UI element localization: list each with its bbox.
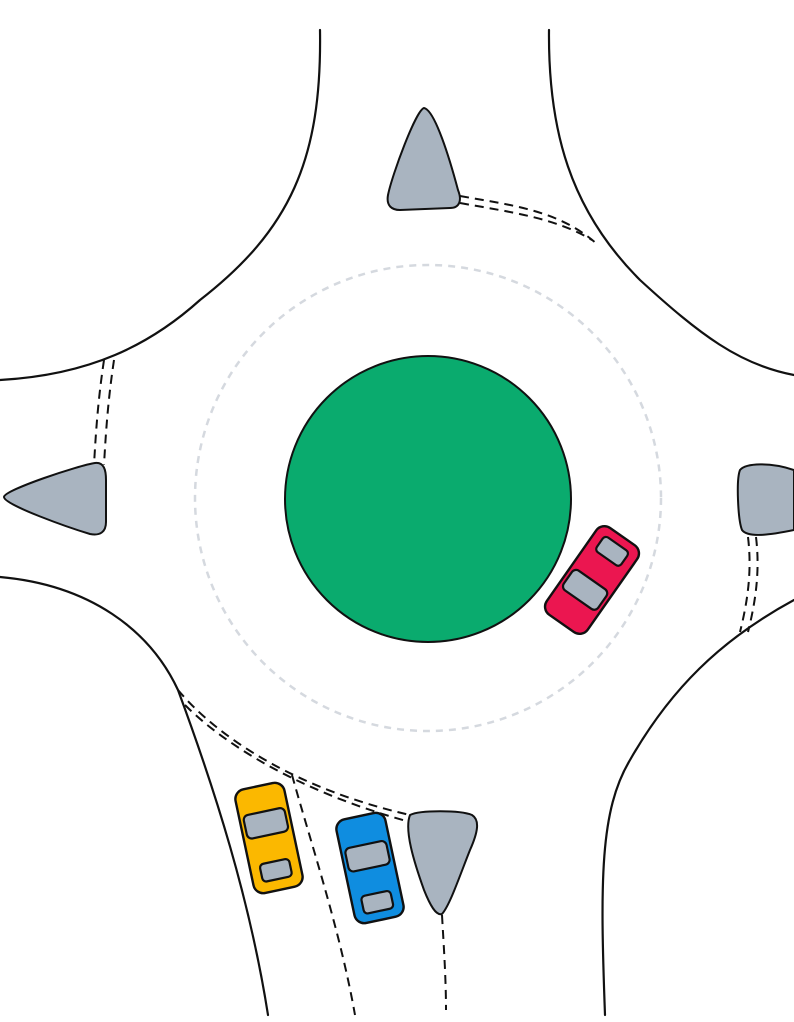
lane-marking-bottom-entry-2 [184,704,411,823]
central-island [284,355,572,643]
yellow-car [234,781,304,895]
car-window [242,807,290,840]
car-window [561,568,609,611]
splitter-island-top [386,107,461,211]
lane-marking-left [93,359,105,466]
car-window [360,889,395,915]
lane-marking-top [459,195,599,246]
lane-marking-bottom-exit [441,914,447,1011]
lane-marking-bottom-entry [177,689,411,816]
car-window [595,535,630,567]
lane-divider-bottom [291,774,356,1016]
splitter-island-left [3,461,107,536]
splitter-island-bottom [407,810,478,916]
road-edge-top-right [547,28,794,377]
circulation-guide [193,263,663,733]
blue-car [335,811,405,925]
car-window [344,839,391,873]
splitter-island-right [736,463,794,536]
road-edge-top-left [0,28,322,382]
lane-marking-right [739,536,751,633]
road-edge-bottom-right [601,598,794,1017]
road-edge-bottom-left [0,575,270,1017]
car-window [258,858,293,883]
lane-marking-top-2 [459,202,593,241]
lane-marking-right-2 [747,536,759,633]
lane-marking-left-2 [103,359,115,466]
red-car [543,524,641,636]
